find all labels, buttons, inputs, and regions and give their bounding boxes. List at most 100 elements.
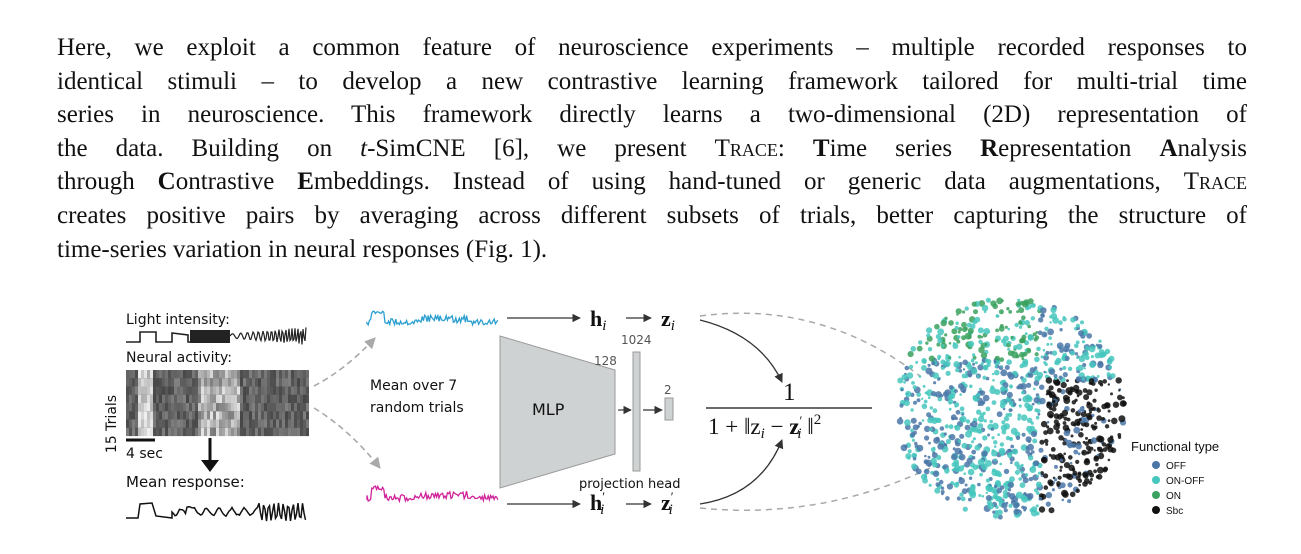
embedding-point (1043, 438, 1049, 444)
embedding-point (1023, 508, 1027, 512)
embedding-point (944, 316, 948, 320)
mlp-encoder (499, 335, 616, 489)
heatmap-cell (252, 378, 255, 387)
heatmap-cell (144, 427, 147, 437)
output-layer-2 (664, 397, 674, 421)
heatmap-cell (246, 403, 249, 412)
heatmap-cell (162, 394, 165, 404)
embedding-point (956, 496, 962, 501)
embedding-point (1055, 380, 1061, 386)
heatmap-cell (285, 403, 288, 412)
embedding-point (1086, 333, 1092, 339)
heatmap-cell (279, 378, 282, 387)
z-to-formula-arrow-top (699, 319, 783, 383)
embedding-point (985, 297, 991, 303)
heatmap-cell (147, 419, 150, 428)
heatmap-cell (177, 386, 180, 395)
embedding-point (962, 506, 968, 512)
light-stimulus-trace (126, 331, 190, 343)
embedding-point (954, 325, 959, 330)
embedding-point (1033, 488, 1039, 493)
embedding-point (928, 427, 933, 432)
embedding-point (1081, 406, 1085, 409)
averaged-trace-blue (366, 310, 499, 327)
heatmap-cell (213, 403, 216, 412)
embedding-point (928, 441, 931, 445)
embedding-point (1102, 379, 1107, 384)
heatmap-cell (297, 386, 300, 395)
heatmap-cell (285, 378, 288, 387)
embedding-point (999, 442, 1005, 447)
embedding-point (909, 364, 914, 369)
embedding-point (928, 483, 932, 487)
embedding-point (1056, 388, 1062, 393)
heatmap-cell (231, 427, 234, 437)
embedding-point (901, 374, 908, 380)
heatmap-cell (204, 419, 207, 428)
heatmap-cell (270, 394, 273, 404)
embedding-point (1026, 417, 1033, 423)
embedding-point (969, 422, 973, 427)
heatmap-cell (201, 370, 204, 379)
heatmap-cell (150, 370, 153, 379)
heatmap-stripes (126, 370, 309, 437)
embedding-point (980, 335, 984, 339)
heatmap-cell (246, 386, 249, 395)
heatmap-cell (171, 378, 174, 387)
embedding-point (1046, 401, 1051, 406)
embedding-point (966, 322, 972, 328)
embedding-point (937, 443, 944, 450)
embedding-point (1009, 341, 1012, 344)
heatmap-cell (294, 370, 297, 379)
heatmap-cell (300, 394, 303, 404)
heatmap-cell (165, 411, 168, 420)
embedding-point (993, 360, 997, 364)
heatmap-cell (180, 394, 183, 404)
embedding-point (959, 433, 965, 439)
embedding-point (1059, 348, 1064, 353)
embedding-point (935, 482, 941, 487)
legend-marker-on-off (1152, 476, 1160, 484)
heatmap-cell (219, 419, 222, 428)
heatmap-cell (144, 378, 147, 387)
heatmap-cell (222, 411, 225, 420)
embedding-point (1075, 340, 1080, 345)
heatmap-cell (195, 370, 198, 379)
embedding-point (1064, 342, 1071, 349)
embedding-point (962, 464, 965, 468)
heatmap-cell (306, 394, 309, 404)
embedding-point (1073, 449, 1079, 455)
embedding-point (1020, 414, 1028, 421)
embedding-point (1095, 343, 1099, 347)
heatmap-cell (129, 370, 132, 379)
heatmap-cell (240, 386, 243, 395)
embedding-point (1062, 421, 1067, 425)
embedding-point (927, 455, 931, 459)
heatmap-cell (135, 419, 138, 428)
heatmap-cell (246, 370, 249, 379)
heatmap-cell (222, 419, 225, 428)
embedding-point (1078, 483, 1081, 487)
heatmap-cell (174, 394, 177, 404)
heatmap-cell (255, 378, 258, 387)
heatmap-cell (162, 403, 165, 412)
embedding-point (915, 360, 919, 364)
paragraph-line-1: Here, we exploit a common feature of neu… (57, 34, 1247, 61)
embedding-point (1033, 460, 1039, 467)
embedding-point (1097, 380, 1103, 385)
heatmap-cell (297, 403, 300, 412)
heatmap-cell (267, 378, 270, 387)
heatmap-cell (288, 370, 291, 379)
heatmap-cell (273, 394, 276, 404)
embedding-point (921, 419, 925, 422)
heatmap-cell (237, 411, 240, 420)
embedding-point (1008, 310, 1013, 314)
heatmap-cell (252, 370, 255, 379)
legend-item-on-off: ON-OFF (1152, 476, 1204, 487)
embedding-point (964, 326, 968, 331)
heatmap-cell (138, 419, 141, 428)
heatmap-cell (138, 427, 141, 437)
embedding-point (1075, 475, 1081, 481)
embedding-point (1094, 352, 1101, 359)
embedding-point (1091, 425, 1097, 431)
